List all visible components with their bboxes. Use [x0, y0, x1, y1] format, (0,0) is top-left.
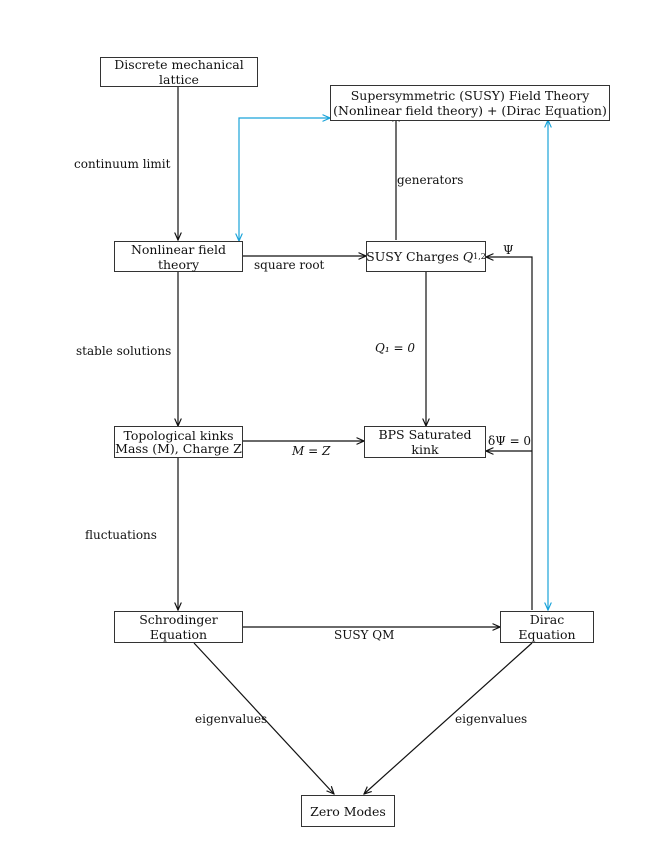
node-topological-kinks: Topological kinks Mass (M), Charge Z [114, 426, 243, 458]
node-schrodinger-label: Schrodinger Equation [139, 612, 218, 642]
node-susy-charges-symbol: Q [462, 249, 474, 264]
label-psi: Ψ [503, 243, 514, 257]
edge-nonlinear-to-theory-blue [239, 118, 330, 241]
node-zero-modes: Zero Modes [301, 795, 395, 827]
node-bps-label: BPS Saturated kink [378, 427, 472, 457]
edge-schrodinger-to-zero [193, 642, 334, 794]
label-susy-qm: SUSY QM [334, 628, 395, 642]
label-square-root: square root [254, 258, 325, 272]
node-nonlinear-label: Nonlinear field theory [130, 241, 227, 272]
label-delta-psi-zero: δΨ = 0 [488, 434, 532, 448]
node-kinks-line2: Mass (M), Charge Z [115, 441, 242, 456]
node-susy-field-theory-line2: (Nonlinear field theory) + (Dirac Equati… [333, 103, 607, 118]
label-stable-solutions: stable solutions [76, 344, 172, 358]
node-nonlinear-field-theory: Nonlinear field theory [114, 241, 243, 272]
node-susy-charges: SUSY Charges Q 1,2 [366, 241, 486, 272]
label-continuum-limit: continuum limit [74, 157, 171, 171]
label-q1-zero: Q₁ = 0 [375, 341, 415, 355]
label-generators: generators [397, 173, 464, 187]
label-eigenvalues-left: eigenvalues [195, 712, 268, 726]
edge-dirac-to-zero [364, 642, 533, 794]
label-m-equals-z: M = Z [292, 444, 331, 458]
node-dirac-equation: Dirac Equation [500, 611, 594, 643]
node-bps-saturated-kink: BPS Saturated kink [364, 426, 486, 458]
node-schrodinger-equation: Schrodinger Equation [114, 611, 243, 643]
label-fluctuations: fluctuations [85, 528, 157, 542]
node-dirac-label: Dirac Equation [518, 612, 576, 642]
node-susy-field-theory-line1: Supersymmetric (SUSY) Field Theory [350, 88, 590, 103]
node-susy-charges-label: SUSY Charges [366, 249, 463, 264]
node-zero-modes-label: Zero Modes [310, 803, 386, 819]
node-susy-charges-subscript: 1,2 [473, 252, 486, 261]
node-kinks-line1: Topological kinks [123, 428, 234, 443]
node-susy-field-theory: Supersymmetric (SUSY) Field Theory (Nonl… [330, 85, 610, 121]
edge-dirac-to-charges [486, 257, 533, 610]
node-discrete-lattice: Discrete mechanical lattice [100, 57, 258, 87]
label-eigenvalues-right: eigenvalues [455, 712, 528, 726]
node-discrete-lattice-label: Discrete mechanical lattice [114, 57, 244, 87]
